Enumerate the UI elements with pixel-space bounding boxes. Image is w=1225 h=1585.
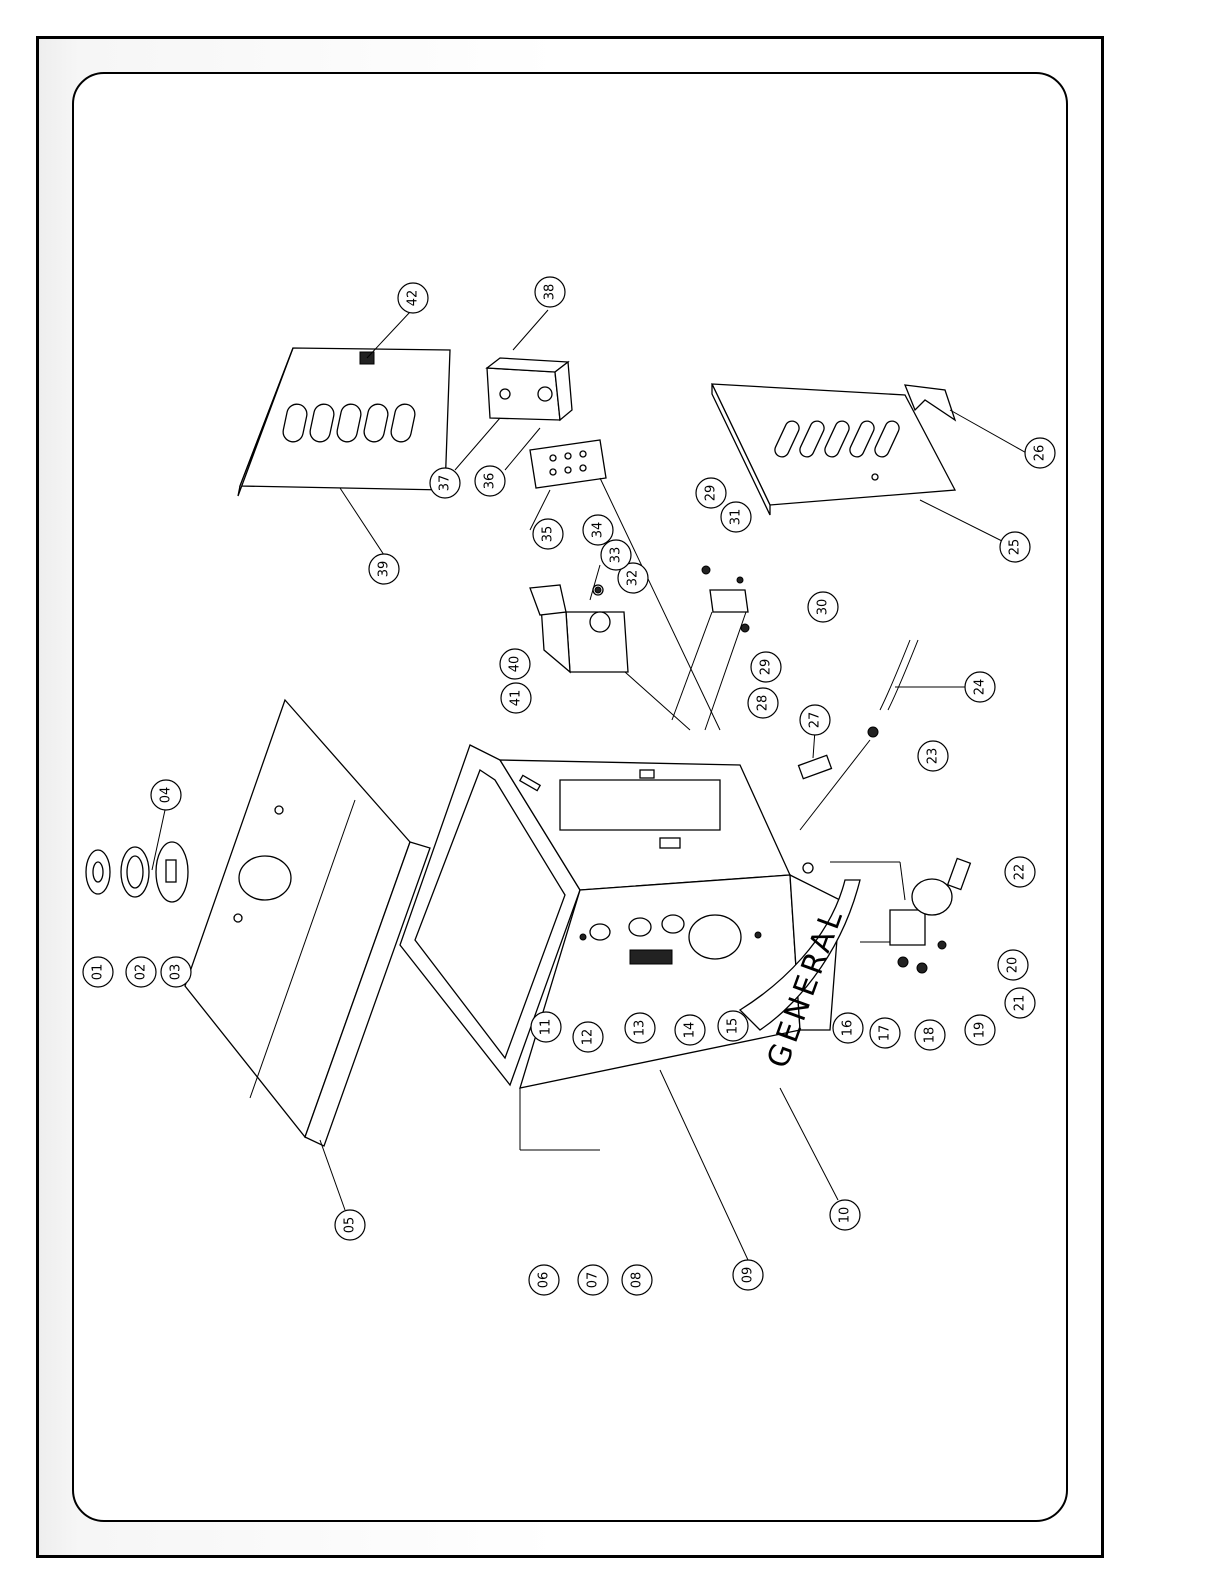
svg-text:20: 20 (1006, 957, 1021, 974)
parts-01-04-rings (86, 810, 188, 902)
svg-text:33: 33 (609, 547, 624, 564)
callout-05: 05 (335, 1210, 365, 1240)
svg-text:11: 11 (539, 1019, 554, 1036)
svg-text:30: 30 (816, 599, 831, 616)
callout-17: 17 (870, 1018, 900, 1048)
svg-text:21: 21 (1013, 995, 1028, 1012)
svg-text:42: 42 (406, 290, 421, 307)
svg-text:28: 28 (756, 695, 771, 712)
svg-text:05: 05 (343, 1217, 358, 1234)
svg-text:26: 26 (1033, 445, 1048, 462)
svg-text:10: 10 (838, 1207, 853, 1224)
callout-08: 08 (622, 1265, 652, 1295)
svg-text:37: 37 (438, 475, 453, 492)
svg-text:38: 38 (543, 284, 558, 301)
svg-text:19: 19 (973, 1022, 988, 1039)
svg-text:39: 39 (377, 561, 392, 578)
callout-03: 03 (161, 957, 191, 987)
part-24-cord (800, 640, 965, 830)
callout-21: 21 (1005, 988, 1035, 1018)
svg-text:06: 06 (537, 1272, 552, 1289)
svg-text:22: 22 (1013, 864, 1028, 881)
callout-23: 23 (918, 741, 948, 771)
svg-text:36: 36 (483, 473, 498, 490)
callout-37: 37 (430, 468, 460, 498)
svg-text:13: 13 (633, 1020, 648, 1037)
callout-14: 14 (675, 1015, 705, 1045)
callout-02: 02 (126, 957, 156, 987)
callout-20: 20 (998, 950, 1028, 980)
callout-09: 09 (733, 1260, 763, 1290)
callout-25: 25 (1000, 532, 1030, 562)
svg-text:32: 32 (626, 570, 641, 587)
callout-26: 26 (1025, 438, 1055, 468)
callout-06: 06 (529, 1265, 559, 1295)
part-27-bushing (799, 730, 832, 779)
callout-41: 41 (501, 683, 531, 713)
svg-text:29: 29 (704, 485, 719, 502)
part-40-switch-assembly (530, 585, 690, 730)
callout-31: 31 (721, 502, 751, 532)
svg-text:12: 12 (581, 1029, 596, 1046)
svg-text:17: 17 (878, 1025, 893, 1042)
svg-text:23: 23 (926, 748, 941, 765)
callout-30: 30 (808, 592, 838, 622)
callout-27: 27 (800, 705, 830, 735)
callout-04: 04 (151, 780, 181, 810)
callout-15: 15 (718, 1011, 748, 1041)
callout-28: 28 (748, 688, 778, 718)
callout-38: 38 (535, 277, 565, 307)
svg-text:16: 16 (841, 1020, 856, 1037)
callout-35: 35 (533, 519, 563, 549)
svg-text:31: 31 (729, 509, 744, 526)
svg-text:14: 14 (683, 1022, 698, 1039)
callout-12: 12 (573, 1022, 603, 1052)
callout-18: 18 (915, 1020, 945, 1050)
callout-29-upper: 29 (696, 478, 726, 508)
callout-29-lower: 29 (751, 652, 781, 682)
callout-42: 42 (398, 283, 428, 313)
svg-text:25: 25 (1008, 539, 1023, 556)
callout-19: 19 (965, 1015, 995, 1045)
svg-text:27: 27 (808, 712, 823, 729)
part-25-side-cover (712, 384, 1030, 545)
svg-text:15: 15 (726, 1018, 741, 1035)
callout-22: 22 (1005, 857, 1035, 887)
svg-text:18: 18 (923, 1027, 938, 1044)
svg-text:09: 09 (741, 1267, 756, 1284)
svg-text:01: 01 (91, 964, 106, 981)
part-31-relay (672, 566, 749, 730)
callout-10: 10 (830, 1200, 860, 1230)
callout-40: 40 (500, 649, 530, 679)
callout-34: 34 (583, 515, 613, 545)
callout-36: 36 (475, 466, 505, 496)
svg-text:03: 03 (169, 964, 184, 981)
callout-01: 01 (83, 957, 113, 987)
callout-13: 13 (625, 1013, 655, 1043)
callout-39: 39 (369, 554, 399, 584)
svg-text:08: 08 (630, 1272, 645, 1289)
callout-24: 24 (965, 672, 995, 702)
svg-text:02: 02 (134, 964, 149, 981)
part-39-top-cover (238, 312, 450, 555)
callout-07: 07 (578, 1265, 608, 1295)
main-housing (400, 745, 905, 1260)
svg-text:24: 24 (973, 679, 988, 696)
part-05-base-plate (185, 700, 430, 1210)
svg-text:40: 40 (508, 656, 523, 673)
svg-text:41: 41 (509, 690, 524, 707)
svg-text:04: 04 (159, 787, 174, 804)
parts-16-22-foot (860, 858, 970, 973)
svg-text:29: 29 (759, 659, 774, 676)
callout-11: 11 (531, 1012, 561, 1042)
svg-text:34: 34 (591, 522, 606, 539)
callout-33: 33 (601, 540, 631, 570)
svg-text:07: 07 (586, 1272, 601, 1289)
callout-16: 16 (833, 1013, 863, 1043)
svg-text:35: 35 (541, 526, 556, 543)
